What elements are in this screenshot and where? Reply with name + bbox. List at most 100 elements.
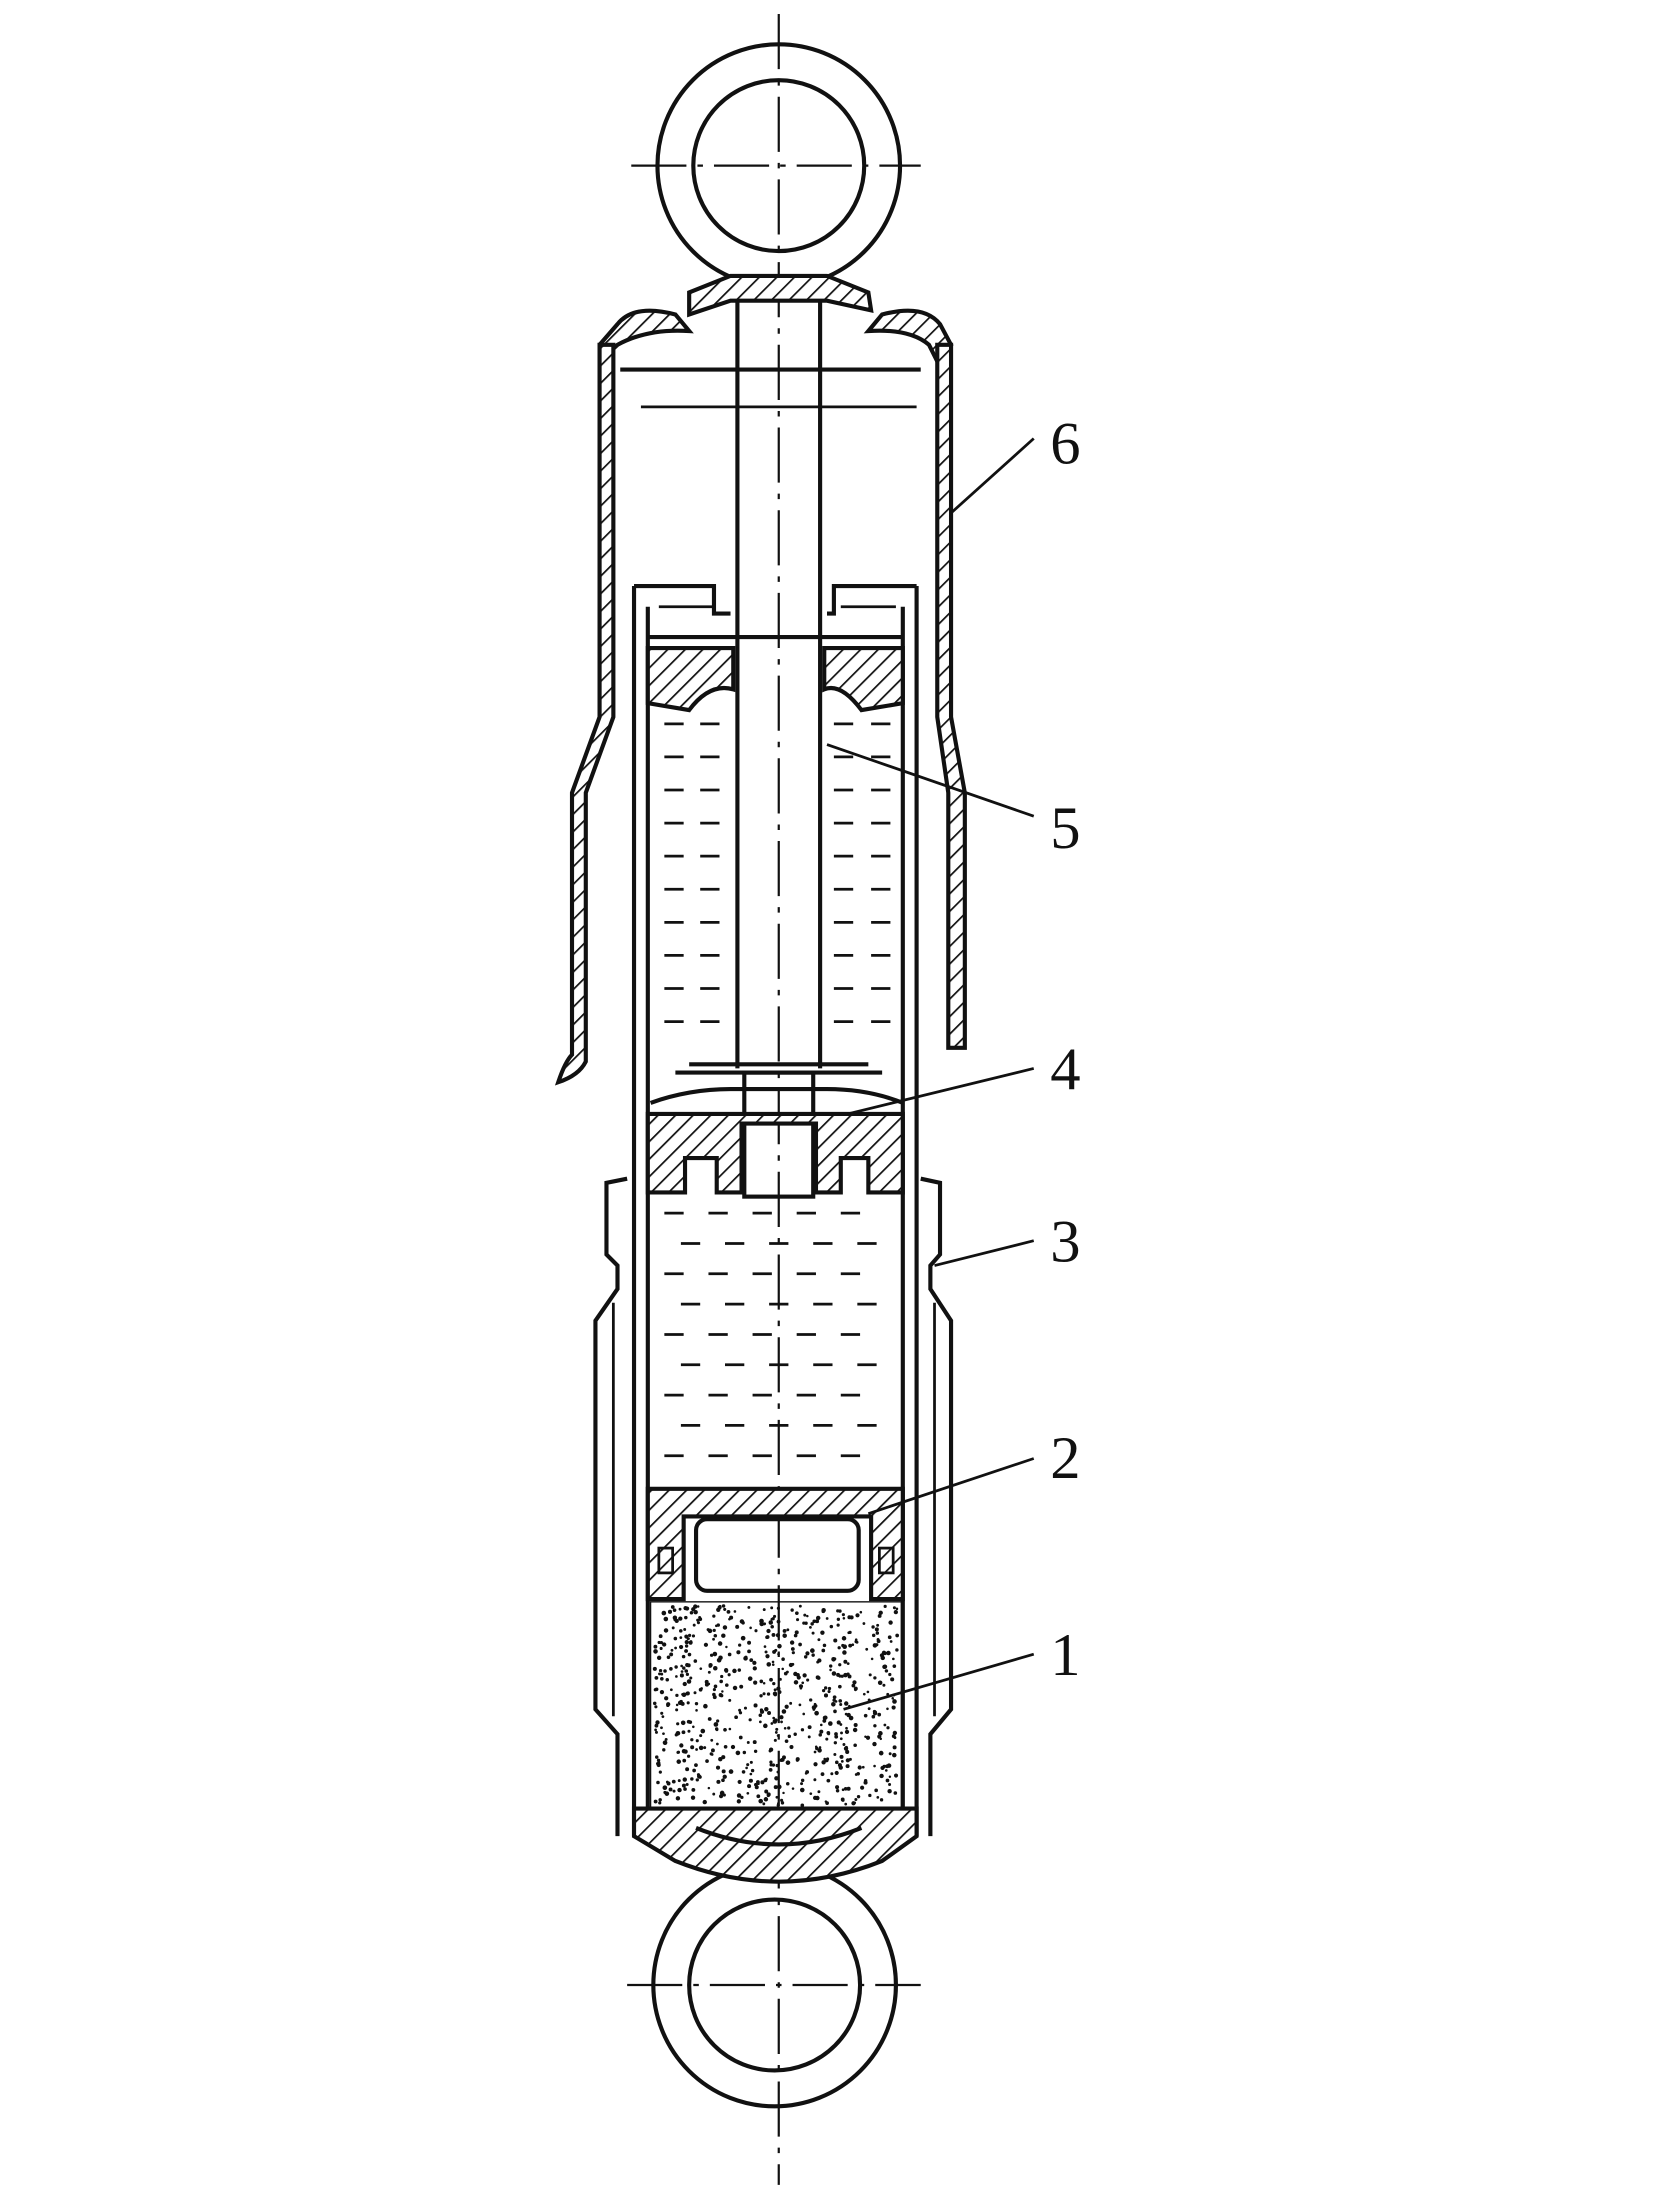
gas-dot <box>669 1688 673 1692</box>
gas-dot <box>653 1649 658 1654</box>
gas-dot <box>686 1701 690 1705</box>
gas-dot <box>836 1617 841 1621</box>
gas-dot <box>848 1643 853 1648</box>
gas-dot <box>780 1720 783 1724</box>
gas-dot <box>662 1785 668 1791</box>
gas-dot <box>812 1619 816 1624</box>
gas-dot <box>843 1672 848 1678</box>
gas-dot <box>660 1672 664 1676</box>
gas-dot <box>747 1649 751 1654</box>
gas-dot <box>804 1772 808 1775</box>
gas-dot <box>772 1716 776 1720</box>
gas-dot <box>679 1644 684 1650</box>
gas-dot <box>871 1625 875 1629</box>
gas-dot <box>682 1666 686 1670</box>
gas-dot <box>844 1729 850 1735</box>
gas-dot <box>774 1731 778 1734</box>
gas-dot <box>770 1617 774 1621</box>
gas-dot <box>721 1604 726 1608</box>
gas-dot <box>684 1649 688 1653</box>
gas-dot <box>825 1737 829 1741</box>
gas-dot <box>895 1648 899 1652</box>
gas-dot <box>758 1713 763 1717</box>
gas-dot <box>763 1645 767 1648</box>
gas-dot <box>676 1759 682 1764</box>
gas-dot <box>759 1720 762 1724</box>
gas-dot <box>778 1677 782 1681</box>
gas-dot <box>838 1765 843 1770</box>
gas-dot <box>878 1750 884 1756</box>
gas-dot <box>736 1799 741 1804</box>
gas-dot <box>873 1764 876 1768</box>
gas-dot <box>690 1745 695 1750</box>
gas-dot <box>685 1691 690 1696</box>
gas-dot <box>687 1729 691 1733</box>
gas-dot <box>769 1763 773 1767</box>
gas-dot <box>679 1743 684 1748</box>
gas-dot <box>724 1669 729 1673</box>
gas-dot <box>829 1624 834 1629</box>
gas-dot <box>851 1683 856 1688</box>
gas-dot <box>712 1688 716 1692</box>
gas-dot <box>698 1617 703 1622</box>
gas-dot <box>759 1679 764 1684</box>
gas-dot <box>683 1628 687 1631</box>
gas-dot <box>839 1703 843 1707</box>
gas-dot <box>710 1738 714 1742</box>
gas-dot <box>886 1726 890 1730</box>
gas-dot <box>762 1608 766 1612</box>
gas-dot <box>789 1701 793 1705</box>
gas-dot <box>885 1764 889 1769</box>
gas-dot <box>779 1715 784 1720</box>
gas-dot <box>798 1684 804 1689</box>
gas-dot <box>776 1619 781 1624</box>
gas-dot <box>676 1722 680 1726</box>
gas-dot <box>799 1787 805 1793</box>
gas-dot <box>764 1789 769 1794</box>
gas-dot <box>780 1801 785 1805</box>
gas-dot <box>681 1748 687 1754</box>
gas-dot <box>874 1627 879 1632</box>
gas-dot <box>807 1735 811 1739</box>
gas-dot <box>747 1784 752 1789</box>
gas-dot <box>672 1615 678 1620</box>
gas-dot <box>672 1608 677 1613</box>
gas-dot <box>875 1631 880 1635</box>
gas-dot <box>818 1733 822 1737</box>
gas-dot <box>839 1754 844 1759</box>
gas-dot <box>790 1608 794 1612</box>
gas-dot <box>672 1789 676 1793</box>
bottom-mounting-eye <box>627 1861 921 2109</box>
gas-dot <box>738 1708 742 1712</box>
gas-dot <box>856 1794 861 1799</box>
gas-dot <box>723 1727 727 1732</box>
gas-dot <box>685 1672 690 1677</box>
gas-dot <box>690 1777 694 1781</box>
gas-dot <box>679 1636 683 1639</box>
piston-valve <box>645 1062 905 1199</box>
gas-dot <box>769 1760 773 1764</box>
gas-dot <box>798 1604 802 1608</box>
gas-dot <box>679 1673 684 1678</box>
gas-dot <box>754 1629 758 1633</box>
gas-dot <box>836 1623 840 1627</box>
gas-dot <box>679 1629 683 1633</box>
gas-dot <box>692 1725 695 1729</box>
gas-dot <box>838 1684 842 1689</box>
bottom-cap <box>631 1806 919 1884</box>
gas-dot <box>811 1705 817 1710</box>
gas-dot <box>749 1626 752 1630</box>
gas-dot <box>721 1769 726 1774</box>
gas-dot <box>665 1677 670 1682</box>
gas-dot <box>835 1785 840 1790</box>
gas-dot <box>708 1664 712 1668</box>
gas-dot <box>827 1686 832 1691</box>
gas-dot <box>658 1634 663 1639</box>
gas-dot <box>841 1788 845 1792</box>
gas-dot <box>659 1646 663 1651</box>
gas-dot <box>698 1745 704 1751</box>
gas-dot <box>686 1719 691 1724</box>
gas-dot <box>834 1734 839 1739</box>
gas-dot <box>662 1740 668 1746</box>
gas-dot <box>796 1675 801 1680</box>
